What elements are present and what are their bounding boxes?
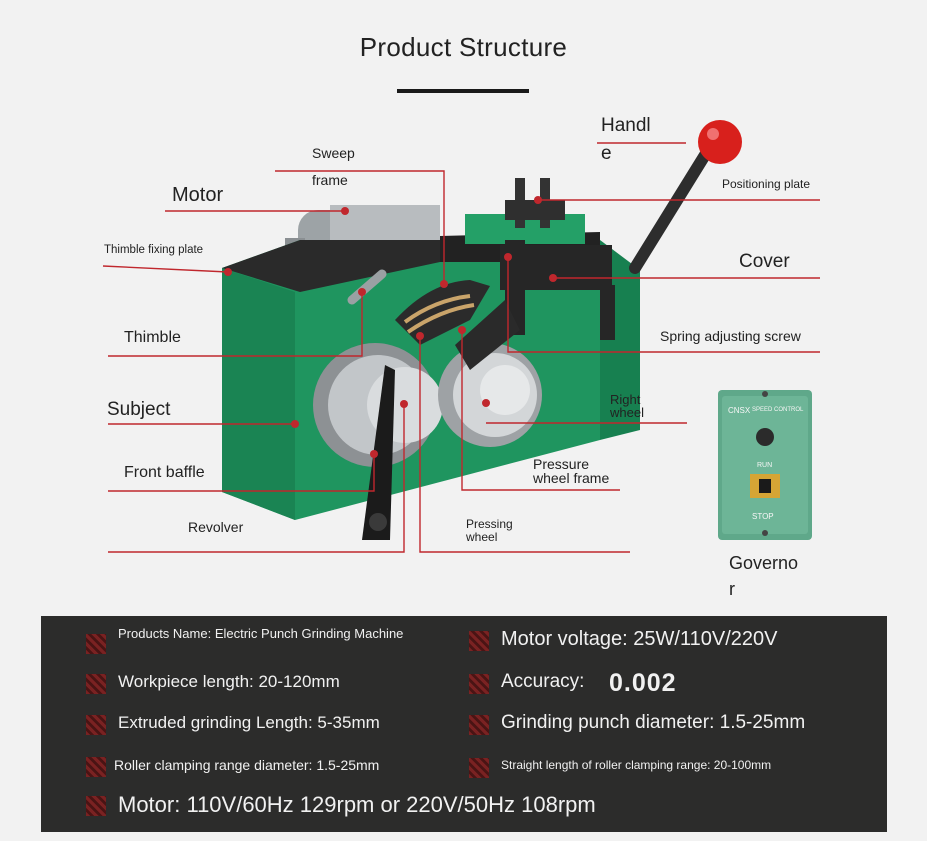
label-handle-cont: e [601,143,612,164]
label-pressure-wheel-frame-cont: wheel frame [533,470,610,486]
spec-bullet [86,674,106,694]
page-title: Product Structure [359,32,568,62]
label-right-wheel-cont: wheel [610,405,644,420]
spec-bullet [469,758,489,778]
spec-text: Extruded grinding Length: 5-35mm [118,713,380,732]
label-front-baffle: Front baffle [124,464,205,481]
label-pressing-wheel-cont: wheel [466,530,498,544]
spec-accuracy-value: 0.002 [609,669,677,697]
spec-bullet [469,715,489,735]
governor-box [718,390,812,540]
spec-bullet [86,757,106,777]
label-cover: Cover [739,251,790,272]
label-pressing-wheel: Pressing [466,517,513,531]
spec-bullet [469,674,489,694]
top-mechanism [395,178,615,370]
callout-dots [224,196,557,458]
label-right-wheel: Right [610,392,641,407]
label-thimble: Thimble [124,329,181,346]
spec-text: Motor: 110V/60Hz 129rpm or 220V/50Hz 108… [118,792,596,817]
governor-brand: CNSX [728,406,751,415]
label-revolver: Revolver [188,519,244,535]
governor-run-label: RUN [757,462,773,469]
spec-text: Grinding punch diameter: 1.5-25mm [501,712,806,733]
spec-text: Straight length of roller clamping range… [501,758,772,772]
callout-lines [102,142,820,553]
label-motor: Motor [172,184,224,206]
label-handle: Handl [601,115,651,136]
governor-stop-label: STOP [752,512,774,521]
title-underline [397,89,529,93]
label-spring-adjusting-screw: Spring adjusting screw [660,328,801,344]
spec-text: Products Name: Electric Punch Grinding M… [118,626,404,641]
label-subject: Subject [107,399,171,420]
label-sweep: Sweep [312,145,355,161]
spec-text: Roller clamping range diameter: 1.5-25mm [114,757,380,773]
specs-panel: Products Name: Electric Punch Grinding M… [41,616,887,832]
spec-bullet [469,631,489,651]
spec-text: Accuracy: [501,671,585,692]
machine-illustration [102,120,820,553]
label-sweep-cont: frame [312,172,348,188]
spec-bullet [86,715,106,735]
thimble-graphic [347,269,387,305]
label-thimble-fixing-plate: Thimble fixing plate [104,244,204,256]
spec-bullet [86,634,106,654]
handle-graphic [629,120,742,274]
front-baffle-graphic [362,365,395,540]
spec-bullet [86,796,106,816]
label-positioning-plate: Positioning plate [722,177,811,191]
label-governor: Governo [729,553,799,573]
label-governor-cont: r [729,579,735,599]
governor-title: SPEED CONTROL [752,407,804,413]
spec-text: Motor voltage: 25W/110V/220V [501,628,778,650]
label-pressure-wheel-frame: Pressure [533,456,590,472]
spec-text: Workpiece length: 20-120mm [118,672,340,691]
